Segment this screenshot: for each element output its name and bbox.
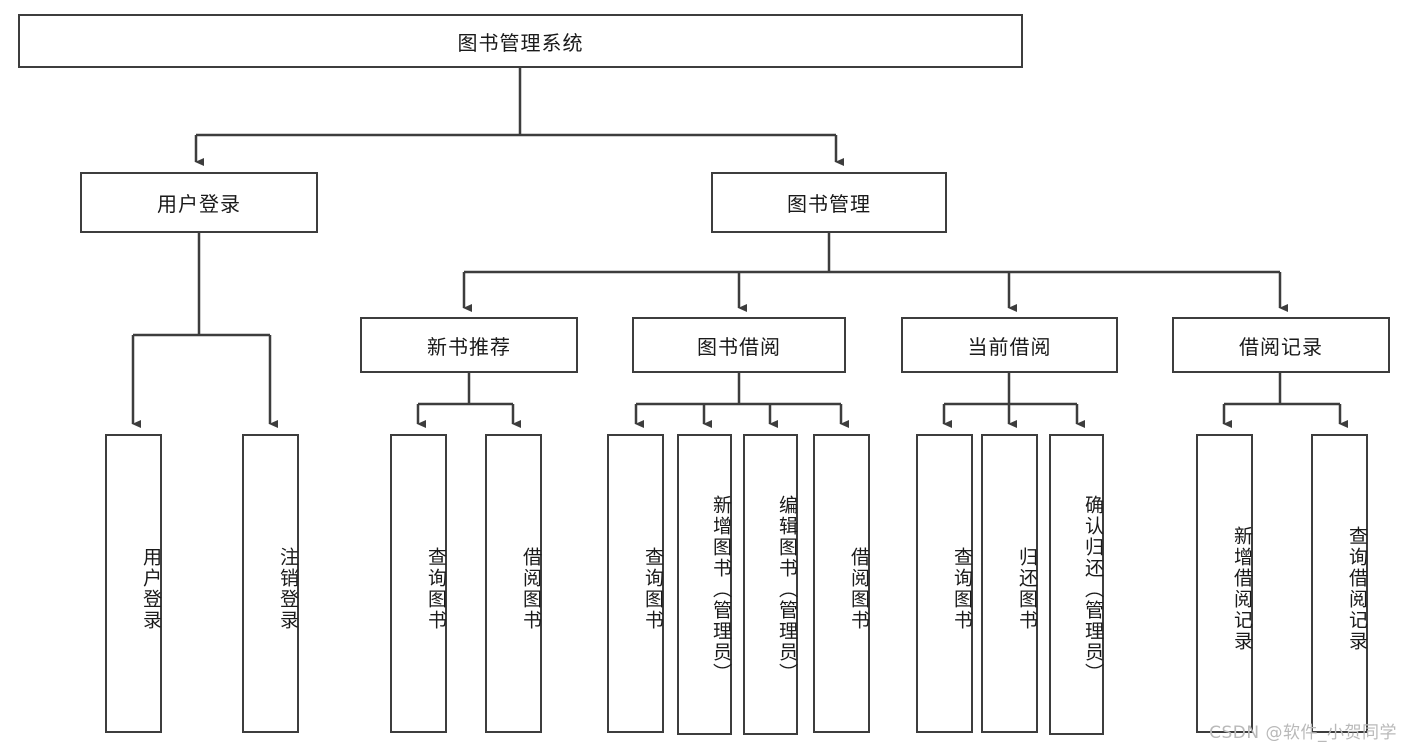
node-label: 新增图书（管理员） xyxy=(710,495,732,684)
leaf-current-return-book[interactable]: 归还图书 xyxy=(981,434,1038,733)
leaf-record-query-record[interactable]: 查询借阅记录 xyxy=(1311,434,1368,733)
watermark-text: CSDN @软件_小贺同学 xyxy=(1209,723,1397,743)
node-current-borrow[interactable]: 当前借阅 xyxy=(901,317,1118,373)
node-label: 借阅图书 xyxy=(520,546,542,631)
node-borrow-record[interactable]: 借阅记录 xyxy=(1172,317,1390,373)
node-label: 查询图书 xyxy=(642,546,664,631)
node-label: 确认归还（管理员） xyxy=(1082,495,1104,684)
node-label: 查询借阅记录 xyxy=(1346,525,1368,652)
node-new-book-recommend[interactable]: 新书推荐 xyxy=(360,317,578,373)
node-book-borrow[interactable]: 图书借阅 xyxy=(632,317,846,373)
leaf-borrow-borrow-book[interactable]: 借阅图书 xyxy=(813,434,870,733)
leaf-user-login-logout[interactable]: 注销登录 xyxy=(242,434,299,733)
leaf-borrow-add-book-admin[interactable]: 新增图书（管理员） xyxy=(677,434,732,735)
node-label: 借阅图书 xyxy=(848,546,870,631)
node-root-book-management-system[interactable]: 图书管理系统 xyxy=(18,14,1023,68)
node-label: 新书推荐 xyxy=(427,334,511,359)
node-label: 用户登录 xyxy=(157,192,241,216)
node-user-login[interactable]: 用户登录 xyxy=(80,172,318,233)
leaf-recommend-query-book[interactable]: 查询图书 xyxy=(390,434,447,733)
node-label: 图书管理 xyxy=(787,192,871,216)
leaf-current-query-book[interactable]: 查询图书 xyxy=(916,434,973,733)
node-label: 图书借阅 xyxy=(697,334,781,359)
leaf-borrow-query-book[interactable]: 查询图书 xyxy=(607,434,664,733)
node-label: 当前借阅 xyxy=(967,334,1052,359)
leaf-current-confirm-return-admin[interactable]: 确认归还（管理员） xyxy=(1049,434,1104,735)
node-label: 新增借阅记录 xyxy=(1231,525,1253,652)
leaf-borrow-edit-book-admin[interactable]: 编辑图书（管理员） xyxy=(743,434,798,735)
node-label: 查询图书 xyxy=(951,546,973,631)
leaf-recommend-borrow-book[interactable]: 借阅图书 xyxy=(485,434,542,733)
node-book-management[interactable]: 图书管理 xyxy=(711,172,947,233)
node-label: 用户登录 xyxy=(140,546,162,631)
leaf-user-login-login[interactable]: 用户登录 xyxy=(105,434,162,733)
node-label: 借阅记录 xyxy=(1239,334,1323,359)
node-label: 编辑图书（管理员） xyxy=(776,495,798,684)
node-label: 注销登录 xyxy=(277,546,299,631)
node-label: 查询图书 xyxy=(425,546,447,631)
node-label: 图书管理系统 xyxy=(457,30,584,55)
leaf-record-add-record[interactable]: 新增借阅记录 xyxy=(1196,434,1253,733)
node-label: 归还图书 xyxy=(1016,546,1038,631)
